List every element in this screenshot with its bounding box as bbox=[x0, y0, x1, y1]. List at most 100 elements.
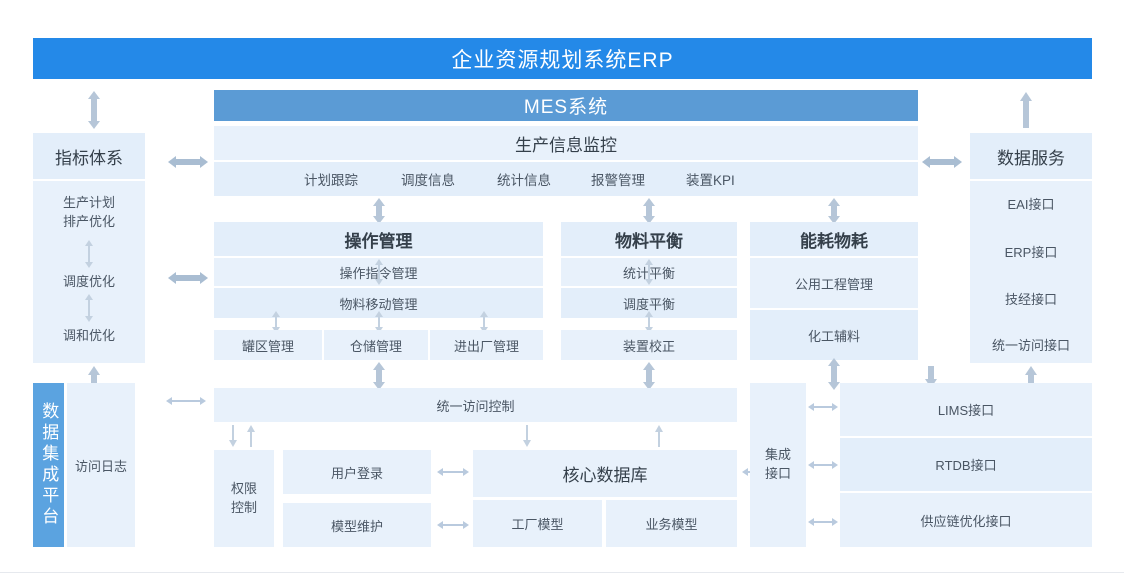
mes-title-text: MES系统 bbox=[523, 97, 609, 118]
data-service-item-label: 统一访问接口 bbox=[991, 337, 1070, 353]
data-service-item-eai[interactable]: EAI接口 bbox=[970, 185, 1092, 221]
index-item-line: 生产计划 bbox=[62, 195, 115, 211]
arrow-unified-access-to-core-db-down bbox=[523, 425, 531, 447]
production-monitor-header: 生产信息监控 bbox=[214, 126, 918, 160]
arrow-schedule-to-blending bbox=[85, 294, 93, 322]
arrow-platform-to-index-system bbox=[88, 366, 100, 386]
panel-energy-row-utility[interactable]: 公用工程管理 bbox=[750, 258, 918, 308]
monitor-item[interactable]: 装置KPI bbox=[686, 173, 735, 188]
panel-row-label: 装置校正 bbox=[622, 338, 675, 354]
panel-energy-header: 能耗物耗 bbox=[750, 222, 918, 256]
panel-material-row-calibration[interactable]: 装置校正 bbox=[561, 330, 737, 360]
arrow-user-login-to-core-db bbox=[437, 468, 469, 476]
access-log-panel[interactable]: 访问日志 bbox=[67, 383, 135, 547]
erp-title-bar: 企业资源规划系统ERP bbox=[33, 38, 1092, 79]
index-item-label: 调度优化 bbox=[62, 273, 115, 289]
panel-operations-title: 操作管理 bbox=[344, 231, 413, 251]
erp-title-text: 企业资源规划系统ERP bbox=[451, 48, 674, 72]
arrow-index-system-to-operations bbox=[168, 272, 208, 284]
platform-bar-label: 数据集成平台 bbox=[39, 402, 59, 528]
arrow-index-system-to-mes bbox=[168, 156, 208, 168]
unified-access-control-label: 统一访问控制 bbox=[436, 398, 515, 414]
panel-leaf-label: 罐区管理 bbox=[241, 338, 294, 354]
arrow-data-service-to-erp bbox=[1020, 92, 1032, 128]
arrow-mes-to-data-service bbox=[922, 156, 962, 168]
panel-row-label: 公用工程管理 bbox=[794, 276, 873, 292]
index-item-line: 排产优化 bbox=[62, 214, 115, 229]
data-service-item-erp[interactable]: ERP接口 bbox=[970, 233, 1092, 269]
arrow-monitor-to-operations bbox=[373, 198, 385, 224]
arrow-unified-access-to-permission-down bbox=[229, 425, 237, 447]
panel-leaf-label: 进出厂管理 bbox=[453, 338, 519, 354]
supply-chain-interface-label: 供应链优化接口 bbox=[920, 513, 1012, 529]
index-item-production-plan[interactable]: 生产计划 排产优化 bbox=[33, 192, 145, 234]
arrow-integration-to-supply-chain bbox=[808, 518, 838, 526]
index-item-schedule-optimization[interactable]: 调度优化 bbox=[33, 270, 145, 290]
panel-row-label: 化工辅料 bbox=[807, 328, 860, 344]
arrow-interfaces-to-data-service bbox=[1025, 366, 1037, 386]
panel-leaf-label: 仓储管理 bbox=[349, 338, 402, 354]
footer-divider bbox=[0, 572, 1124, 573]
factory-model-label: 工厂模型 bbox=[511, 517, 564, 532]
integration-interface-line: 集成 bbox=[764, 447, 791, 463]
integration-interface-panel[interactable]: 集成 接口 bbox=[750, 383, 806, 547]
user-login-label: 用户登录 bbox=[330, 465, 383, 481]
model-maintenance-label: 模型维护 bbox=[330, 518, 383, 534]
index-system-title: 指标体系 bbox=[55, 148, 123, 168]
arrow-permission-to-unified-access-up bbox=[247, 425, 255, 447]
arrow-operations-to-unified-access bbox=[373, 362, 385, 390]
data-service-item-label: 技经接口 bbox=[1004, 291, 1057, 307]
mes-title-bar: MES系统 bbox=[214, 90, 918, 121]
arrow-erp-to-index-system bbox=[88, 91, 100, 129]
data-integration-platform-bar: 数据集成平台 bbox=[33, 383, 64, 547]
rtdb-interface-label: RTDB接口 bbox=[935, 458, 997, 473]
arrow-integration-to-rtdb bbox=[808, 461, 838, 469]
model-maintenance-panel[interactable]: 模型维护 bbox=[283, 503, 431, 547]
lims-interface-panel[interactable]: LIMS接口 bbox=[840, 383, 1092, 438]
panel-operations-header: 操作管理 bbox=[214, 222, 543, 256]
user-login-panel[interactable]: 用户登录 bbox=[283, 450, 431, 494]
arrow-model-maintenance-to-factory-model bbox=[437, 521, 469, 529]
data-service-header: 数据服务 bbox=[970, 133, 1092, 179]
panel-operations-leaf-warehouse[interactable]: 仓储管理 bbox=[324, 330, 430, 360]
arrow-plan-to-schedule bbox=[85, 240, 93, 268]
index-system-header: 指标体系 bbox=[33, 133, 145, 179]
business-model-panel[interactable]: 业务模型 bbox=[606, 500, 737, 547]
index-system-body bbox=[33, 181, 145, 363]
arrow-access-log-to-unified-access bbox=[166, 397, 206, 405]
index-item-blending-optimization[interactable]: 调和优化 bbox=[33, 324, 145, 344]
arrow-material-balance-to-unified-access bbox=[643, 362, 655, 390]
data-service-body bbox=[970, 181, 1092, 363]
data-service-item-jijing[interactable]: 技经接口 bbox=[970, 280, 1092, 316]
data-service-title: 数据服务 bbox=[997, 148, 1065, 168]
arrow-energy-to-integration bbox=[828, 358, 840, 390]
panel-row-label: 调度平衡 bbox=[622, 296, 675, 312]
permission-control-panel[interactable]: 权限 控制 bbox=[214, 450, 274, 547]
integration-interface-line: 接口 bbox=[764, 466, 791, 481]
factory-model-panel[interactable]: 工厂模型 bbox=[473, 500, 604, 547]
arrow-core-db-to-unified-access-up bbox=[655, 425, 663, 447]
data-service-item-unified-access[interactable]: 统一访问接口 bbox=[970, 326, 1092, 362]
panel-material-balance-header: 物料平衡 bbox=[561, 222, 737, 256]
monitor-item[interactable]: 计划跟踪 bbox=[304, 173, 358, 188]
unified-access-control-panel[interactable]: 统一访问控制 bbox=[214, 388, 737, 422]
rtdb-interface-panel[interactable]: RTDB接口 bbox=[840, 438, 1092, 493]
access-log-label: 访问日志 bbox=[74, 458, 127, 474]
data-service-item-label: EAI接口 bbox=[1007, 196, 1055, 212]
core-database-panel[interactable]: 核心数据库 bbox=[473, 450, 737, 497]
panel-operations-leaf-tank[interactable]: 罐区管理 bbox=[214, 330, 324, 360]
arrow-monitor-to-material-balance bbox=[643, 198, 655, 224]
permission-control-line: 权限 bbox=[230, 480, 257, 496]
lims-interface-label: LIMS接口 bbox=[937, 403, 995, 418]
supply-chain-interface-panel[interactable]: 供应链优化接口 bbox=[840, 493, 1092, 547]
business-model-label: 业务模型 bbox=[645, 517, 698, 532]
index-item-label: 调和优化 bbox=[62, 327, 115, 343]
arrow-command-to-movement bbox=[375, 259, 383, 285]
monitor-item[interactable]: 统计信息 bbox=[497, 173, 551, 188]
arrow-integration-to-lims bbox=[808, 403, 838, 411]
panel-operations-leaf-inout[interactable]: 进出厂管理 bbox=[430, 330, 543, 360]
panel-energy-row-chemical[interactable]: 化工辅料 bbox=[750, 310, 918, 360]
monitor-item[interactable]: 调度信息 bbox=[401, 173, 455, 188]
monitor-item[interactable]: 报警管理 bbox=[591, 173, 645, 188]
